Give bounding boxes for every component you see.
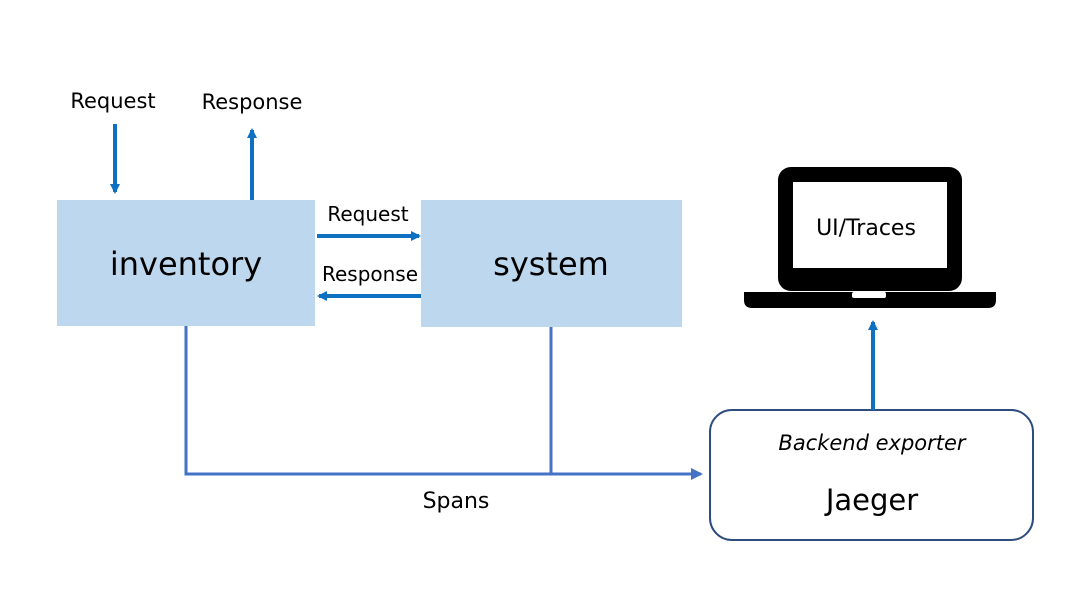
spans-label: Spans xyxy=(423,489,490,514)
exporter-name: Jaeger xyxy=(824,483,918,517)
exporter-box xyxy=(709,409,1034,541)
exporter-subtitle: Backend exporter xyxy=(778,431,967,455)
inventory-label: inventory xyxy=(110,245,262,283)
service-request-label: Request xyxy=(327,202,408,226)
client-response-label: Response xyxy=(202,90,303,114)
service-response-label: Response xyxy=(322,262,418,286)
inventory-service-box xyxy=(57,200,315,326)
laptop-screen-label: UI/Traces xyxy=(816,216,916,241)
system-label: system xyxy=(493,245,609,283)
inventory-spans-line xyxy=(184,326,703,480)
system-service-box xyxy=(421,200,682,327)
client-request-label: Request xyxy=(70,89,155,113)
laptop-icon xyxy=(744,167,996,308)
